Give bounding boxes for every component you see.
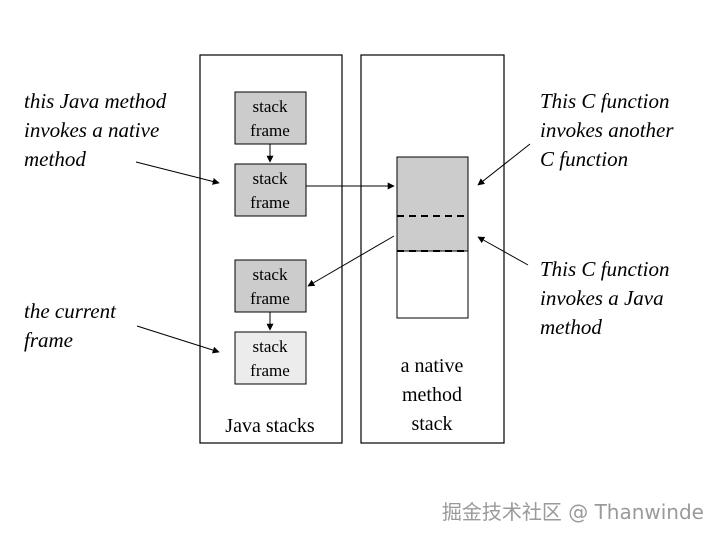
stack-frame-current bbox=[234, 331, 307, 385]
stack-frame-2 bbox=[234, 163, 307, 217]
pointer-current-frame bbox=[136, 325, 220, 354]
pointer-java-invokes-native bbox=[135, 161, 220, 185]
java-stacks-label: Java stacks bbox=[225, 415, 315, 437]
pointer-c-invokes-java bbox=[477, 236, 529, 266]
native-frame-shaded bbox=[396, 156, 469, 252]
watermark: 掘金技术社区 @ Thanwinde bbox=[442, 500, 704, 524]
pointer-c-invokes-c bbox=[477, 143, 531, 186]
native-to-java-arrow bbox=[307, 235, 395, 287]
stack-frame-1 bbox=[234, 91, 307, 145]
